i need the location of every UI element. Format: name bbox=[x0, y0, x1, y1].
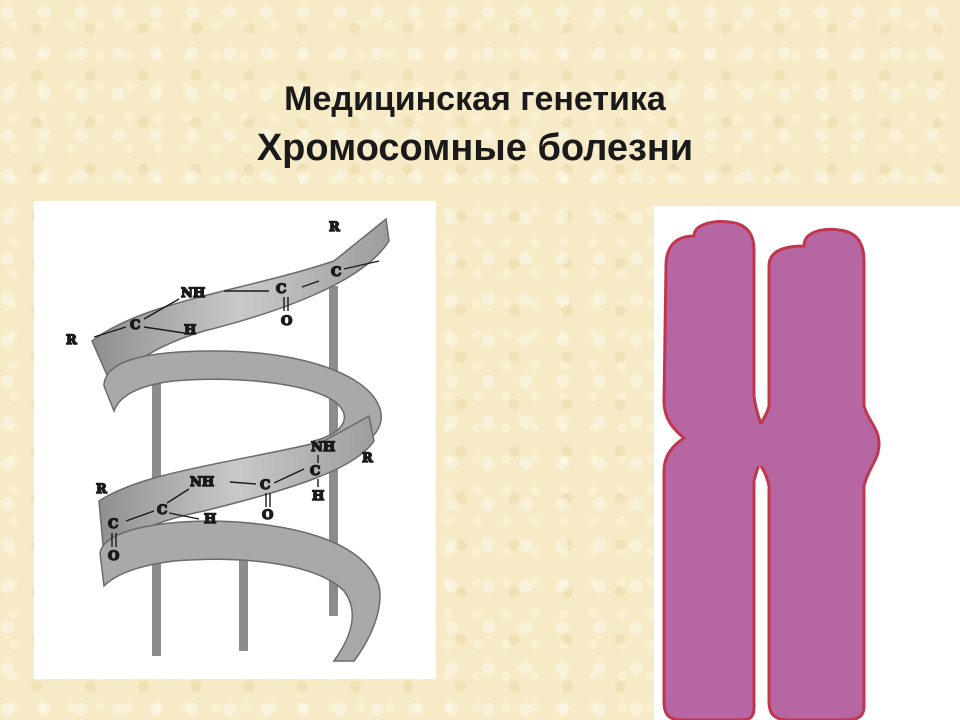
helix-chemistry: R C NH C O C H R NH R C H R NH bbox=[65, 219, 380, 565]
ribbon-upper bbox=[91, 217, 390, 393]
atom-label: H bbox=[184, 323, 196, 338]
chromosome-left-chromatid bbox=[662, 220, 766, 720]
atom-label: NH bbox=[190, 475, 214, 490]
atom-label: C bbox=[157, 503, 167, 518]
atom-label: R bbox=[362, 451, 373, 466]
atom-label: C bbox=[260, 478, 270, 493]
atom-label: H bbox=[204, 512, 216, 527]
atom-label: R bbox=[66, 333, 77, 348]
slide-subtitle: Хромосомные болезни bbox=[256, 127, 694, 169]
chromosome-svg bbox=[662, 220, 881, 720]
atom-label: R bbox=[329, 220, 340, 235]
chromosome-illustration bbox=[654, 206, 960, 720]
atom-label: O bbox=[108, 549, 119, 564]
chromosome-right-chromatid bbox=[752, 227, 881, 720]
atom-label: H bbox=[312, 489, 324, 504]
atom-label: O bbox=[281, 314, 292, 329]
alpha-helix-illustration: R C NH C O C H R NH R C H R NH bbox=[34, 201, 436, 679]
slide-title-block: Медицинская генетика Хромосомные болезни bbox=[0, 80, 960, 170]
slide-title: Медицинская генетика bbox=[284, 80, 666, 118]
ribbon-bottom bbox=[99, 520, 381, 662]
atom-label: O bbox=[262, 508, 273, 523]
atom-label: C bbox=[130, 318, 140, 333]
chromosome-centromere bbox=[746, 424, 776, 466]
alpha-helix-svg: R C NH C O C H R NH R C H R NH bbox=[65, 217, 390, 662]
atom-label: NH bbox=[311, 440, 335, 455]
rod-center bbox=[239, 546, 248, 651]
atom-label: NH bbox=[181, 286, 205, 301]
atom-label: C bbox=[108, 517, 118, 532]
atom-label: C bbox=[276, 282, 286, 297]
atom-label: C bbox=[331, 265, 341, 280]
atom-label: C bbox=[310, 464, 320, 479]
atom-label: R bbox=[96, 482, 107, 497]
